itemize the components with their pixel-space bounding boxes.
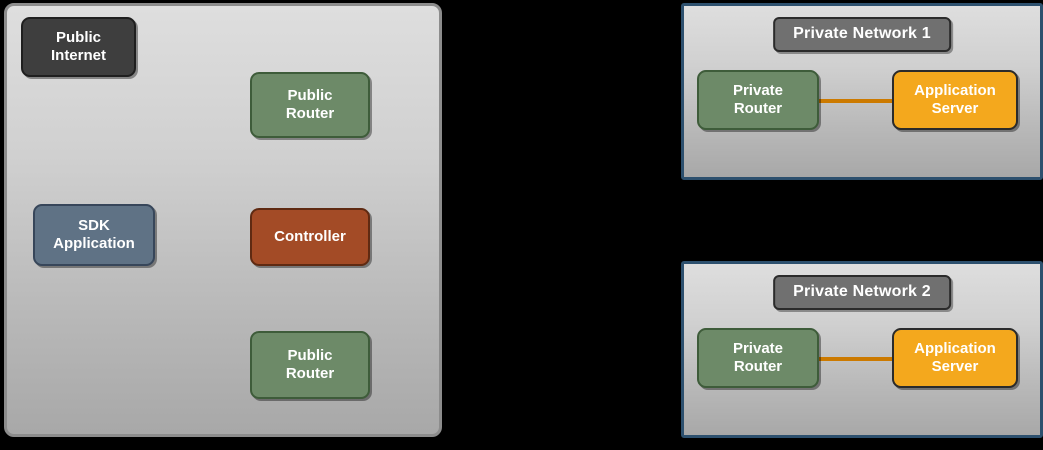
node-public-router-bottom[interactable]: Public Router <box>250 331 370 399</box>
zone-title-private-network-1: Private Network 1 <box>773 17 951 52</box>
link-private-router-2-to-application-server-2 <box>802 357 893 361</box>
node-application-server-2[interactable]: Application Server <box>892 328 1018 388</box>
zone-title-private-network-2: Private Network 2 <box>773 275 951 310</box>
node-sdk-application[interactable]: SDK Application <box>33 204 155 266</box>
zone-public-cloud: Public Internet Public Router SDK Applic… <box>4 3 442 437</box>
zone-private-network-2: Private Network 2 Private Router Applica… <box>681 261 1043 438</box>
link-private-router-1-to-application-server-1 <box>802 99 893 103</box>
node-private-router-1[interactable]: Private Router <box>697 70 819 130</box>
node-public-internet[interactable]: Public Internet <box>21 17 136 77</box>
node-private-router-2[interactable]: Private Router <box>697 328 819 388</box>
node-public-router-top[interactable]: Public Router <box>250 72 370 138</box>
node-application-server-1[interactable]: Application Server <box>892 70 1018 130</box>
node-controller[interactable]: Controller <box>250 208 370 266</box>
zone-private-network-1: Private Network 1 Private Router Applica… <box>681 3 1043 180</box>
